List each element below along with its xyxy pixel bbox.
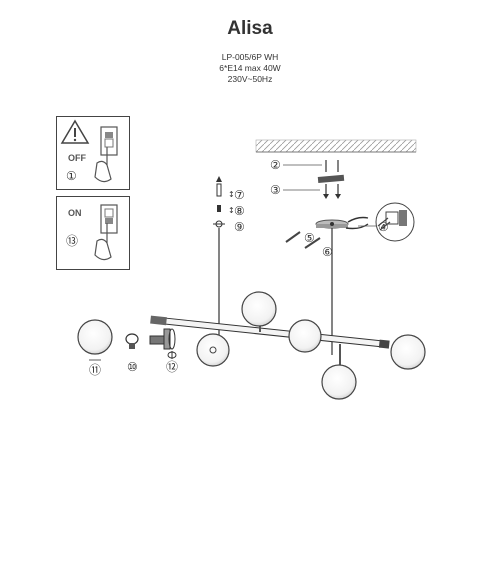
voltage-spec: 230V~50Hz <box>227 74 273 84</box>
part-8-sign: ↕ <box>228 206 235 215</box>
part-7-sign: ↕ <box>228 190 235 199</box>
step-13-number: ⑬ <box>66 234 79 248</box>
main-bar <box>150 315 390 349</box>
screw-6 <box>304 237 321 249</box>
globe-bottom <box>321 364 357 400</box>
ceiling-bracket <box>317 160 345 199</box>
warning-icon <box>60 119 118 183</box>
globe-right <box>390 334 426 370</box>
screw-5 <box>285 231 301 243</box>
part-3-label: ③ <box>270 183 281 197</box>
part-8-label: ⑧ <box>234 204 245 218</box>
on-label: ON <box>68 208 82 218</box>
part-12-label: ⑫ <box>166 360 179 374</box>
globe-top <box>241 291 277 327</box>
wiring-detail <box>358 202 415 242</box>
step-1-number: ① <box>66 169 77 183</box>
product-title: Alisa <box>227 18 273 39</box>
wire-adjuster <box>213 176 225 228</box>
model-number: LP-005/6P WH <box>221 52 279 62</box>
part-2-label: ② <box>270 158 281 172</box>
lamp-holder <box>149 328 176 350</box>
off-label: OFF <box>68 153 86 163</box>
power-off-step-box <box>56 116 130 190</box>
ceiling <box>255 139 417 153</box>
power-on-step-box <box>56 196 130 270</box>
bulb-spec: 6*E14 max 40W <box>219 63 281 73</box>
part-6-label: ⑥ <box>322 245 333 259</box>
part-10-label: ⑩ <box>127 360 138 374</box>
part-11-label: ⑪ <box>89 363 102 377</box>
part-9-label: ⑨ <box>234 220 245 234</box>
switch-icon <box>94 204 118 261</box>
canopy <box>315 216 369 230</box>
globe-middle <box>288 319 322 353</box>
part-5-label: ⑤ <box>304 231 315 245</box>
part-7-label: ⑦ <box>234 188 245 202</box>
part-4-label: ④ <box>378 220 389 234</box>
bulb-icon <box>125 333 139 349</box>
loose-globe <box>77 319 113 355</box>
globe-left <box>196 333 230 367</box>
